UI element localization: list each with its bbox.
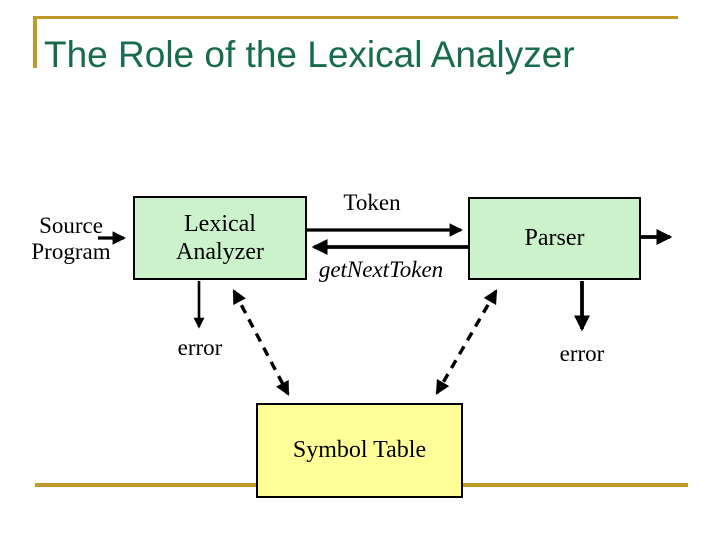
- source-program-line1: Source: [39, 213, 103, 238]
- source-program-label: Source Program: [24, 213, 118, 265]
- symbol-table-label: Symbol Table: [292, 437, 427, 464]
- parser-label: Parser: [524, 225, 585, 252]
- header-rule: [35, 16, 678, 19]
- lexical-analyzer-line1: Lexical: [184, 210, 256, 237]
- token-label: Token: [343, 190, 401, 215]
- parser-error-label: error: [559, 341, 605, 366]
- lexer-symbol-table-dashed-arrow: [232, 289, 290, 396]
- symbol-table-box: Symbol Table: [256, 403, 463, 498]
- parser-box: Parser: [468, 197, 641, 280]
- get-next-token-label: getNextToken: [318, 257, 444, 282]
- page-title: The Role of the Lexical Analyzer: [44, 34, 575, 75]
- lexer-error-label: error: [177, 335, 223, 360]
- lexical-analyzer-box: Lexical Analyzer: [133, 196, 307, 280]
- lexical-analyzer-line2: Analyzer: [176, 239, 264, 265]
- parser-symbol-table-dashed-arrow: [435, 289, 498, 395]
- title-accent-bar: [33, 16, 37, 68]
- source-program-line2: Program: [31, 238, 111, 264]
